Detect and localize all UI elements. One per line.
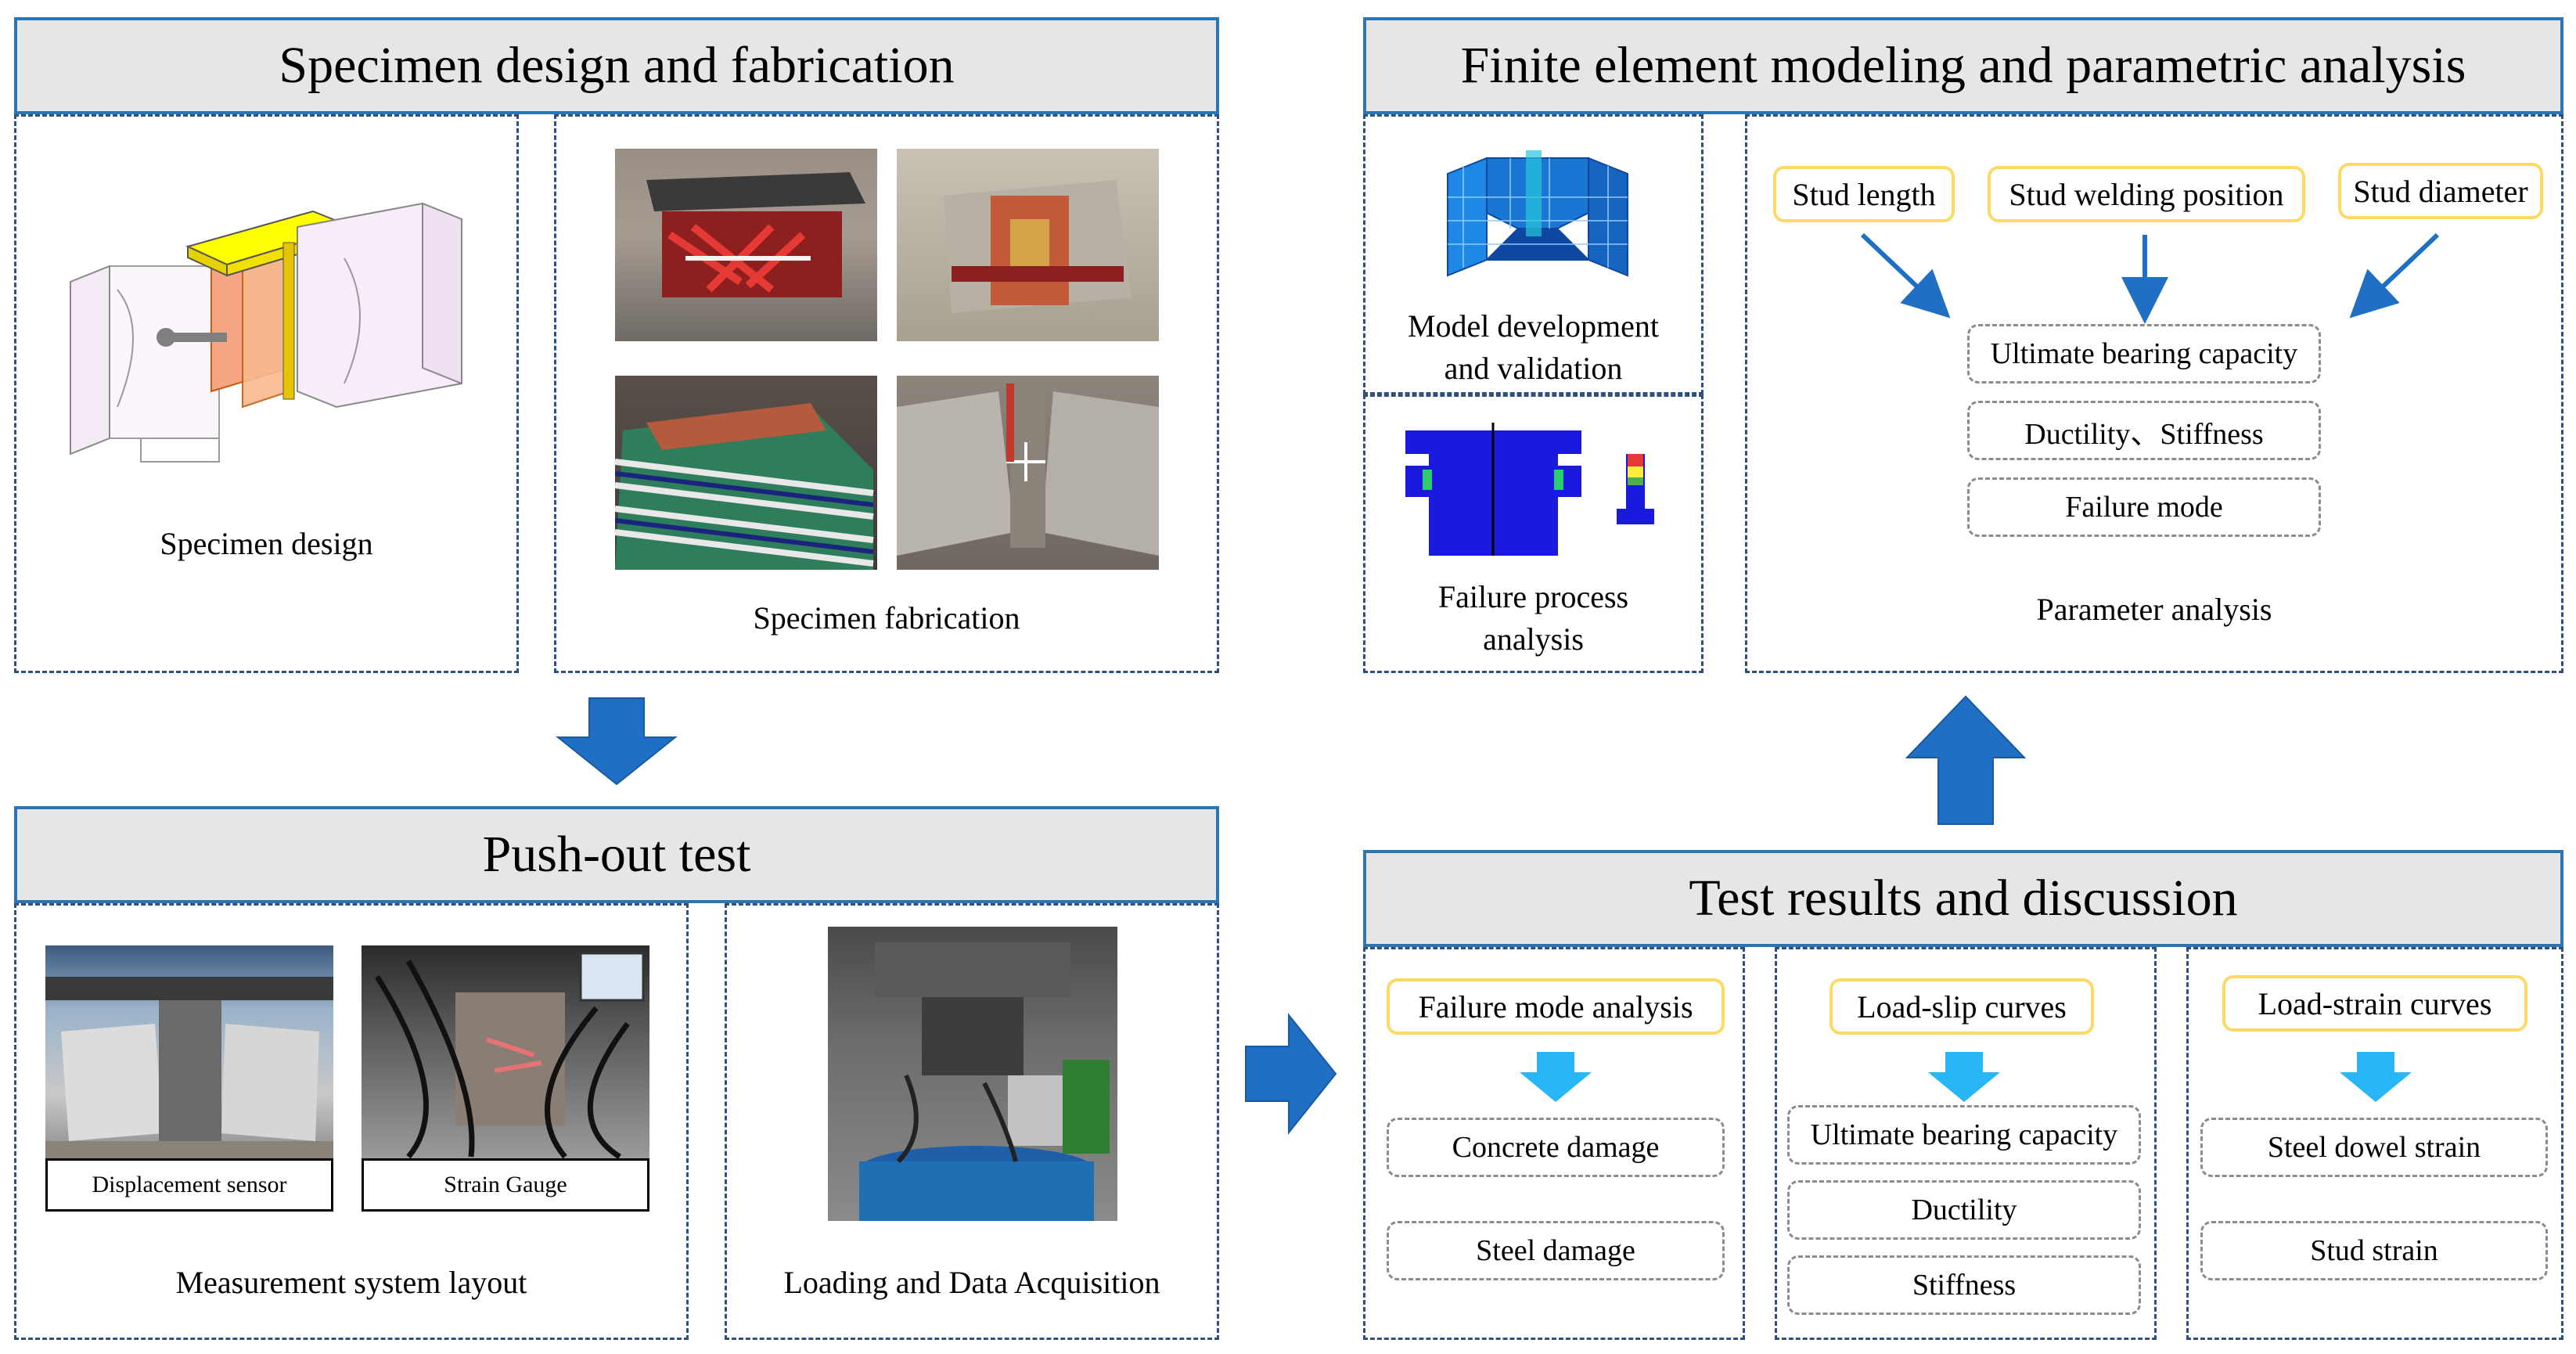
strain-gauge-caption: Strain Gauge bbox=[362, 1158, 649, 1212]
model-development-line2: and validation bbox=[1444, 351, 1623, 386]
fabrication-photo-2 bbox=[897, 149, 1159, 341]
col2-down-arrow bbox=[1928, 1052, 2000, 1102]
col3-down-arrow bbox=[2340, 1052, 2412, 1102]
specimen-fabrication-panel bbox=[554, 114, 1219, 673]
measurement-system-label: Measurement system layout bbox=[175, 1265, 527, 1300]
pushout-section-title: Push-out test bbox=[482, 826, 751, 883]
fe-section-title: Finite element modeling and parametric a… bbox=[1460, 37, 2466, 94]
parameter-analysis-label: Parameter analysis bbox=[2036, 592, 2272, 627]
load-strain-curves-head: Load-strain curves bbox=[2222, 975, 2527, 1032]
load-slip-curves-head: Load-slip curves bbox=[1829, 978, 2094, 1035]
ductility-box: Ductility bbox=[1787, 1180, 2141, 1240]
parameter-analysis-panel bbox=[1745, 114, 2563, 673]
measurement-panel bbox=[14, 903, 689, 1340]
loading-panel bbox=[725, 903, 1219, 1340]
strain-gauge-text: Strain Gauge bbox=[444, 1172, 567, 1197]
fe-section-header: Finite element modeling and parametric a… bbox=[1363, 17, 2563, 114]
fe-model-mesh bbox=[1447, 150, 1628, 277]
model-development-panel bbox=[1363, 114, 1704, 394]
results-section-title: Test results and discussion bbox=[1689, 870, 2238, 927]
specimen-design-drawing bbox=[70, 202, 462, 463]
strain-gauge-photo bbox=[362, 945, 649, 1158]
results-col2-panel bbox=[1775, 947, 2157, 1340]
results-section-header: Test results and discussion bbox=[1363, 850, 2563, 947]
param-arrows bbox=[1860, 232, 2440, 324]
fe-output-ductility-stiffness: Ductility、Stiffness bbox=[1967, 401, 2321, 460]
arrow-right-to-results bbox=[1245, 1013, 1337, 1135]
results-col1-panel bbox=[1363, 947, 1745, 1340]
stud-strain-box: Stud strain bbox=[2200, 1221, 2548, 1280]
failure-process-panel bbox=[1363, 394, 1704, 673]
specimen-section-header: Specimen design and fabrication bbox=[14, 17, 1219, 114]
arrow-down-to-pushout bbox=[556, 697, 678, 786]
concrete-damage-box: Concrete damage bbox=[1387, 1118, 1725, 1177]
param-stud-diameter: Stud diameter bbox=[2338, 163, 2543, 219]
fabrication-photo-3 bbox=[615, 376, 877, 570]
steel-dowel-strain-box: Steel dowel strain bbox=[2200, 1118, 2548, 1177]
model-development-label: Model development and validation bbox=[1363, 305, 1704, 390]
fe-output-ultimate-bearing: Ultimate bearing capacity bbox=[1967, 324, 2321, 384]
pushout-section-header: Push-out test bbox=[14, 806, 1219, 903]
failure-process-line1: Failure process bbox=[1437, 579, 1629, 614]
results-col3-panel bbox=[2186, 947, 2563, 1340]
col1-down-arrow bbox=[1520, 1052, 1592, 1102]
stiffness-box: Stiffness bbox=[1787, 1255, 2141, 1315]
specimen-fabrication-label: Specimen fabrication bbox=[753, 600, 1020, 636]
param-stud-length: Stud length bbox=[1773, 166, 1955, 222]
displacement-sensor-photo bbox=[45, 945, 333, 1158]
ultimate-bearing-capacity-box: Ultimate bearing capacity bbox=[1787, 1105, 2141, 1165]
displacement-sensor-caption: Displacement sensor bbox=[45, 1158, 333, 1212]
model-development-line1: Model development bbox=[1407, 308, 1660, 344]
param-stud-welding-position: Stud welding position bbox=[1988, 166, 2305, 222]
specimen-design-label: Specimen design bbox=[160, 526, 373, 561]
arrow-up-to-fe bbox=[1905, 695, 2027, 825]
fabrication-photo-1 bbox=[615, 149, 877, 341]
fabrication-photo-4 bbox=[897, 376, 1159, 570]
failure-process-label: Failure process analysis bbox=[1363, 576, 1704, 661]
specimen-section-title: Specimen design and fabrication bbox=[279, 37, 955, 94]
failure-mode-analysis-head: Failure mode analysis bbox=[1387, 978, 1725, 1035]
failure-process-line2: analysis bbox=[1483, 621, 1584, 657]
displacement-sensor-text: Displacement sensor bbox=[92, 1172, 287, 1197]
specimen-design-panel bbox=[14, 114, 519, 673]
steel-damage-box: Steel damage bbox=[1387, 1221, 1725, 1280]
loading-machine-photo bbox=[828, 927, 1117, 1221]
fe-failure-contour bbox=[1405, 423, 1654, 556]
loading-acquisition-label: Loading and Data Acquisition bbox=[783, 1265, 1160, 1300]
fe-output-failure-mode: Failure mode bbox=[1967, 477, 2321, 537]
